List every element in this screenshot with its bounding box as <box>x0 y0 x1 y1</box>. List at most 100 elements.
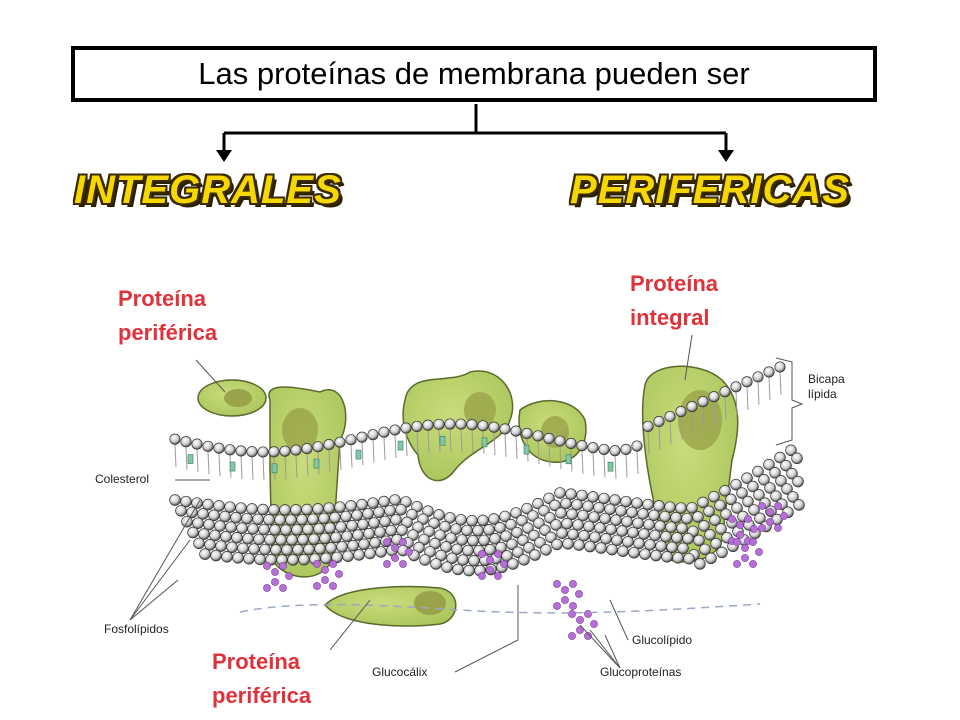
head <box>654 520 666 532</box>
head <box>356 431 368 443</box>
head <box>477 420 489 432</box>
label-glycoproteins: Glucoproteínas <box>600 665 682 679</box>
head <box>499 510 511 523</box>
tail <box>768 376 771 400</box>
head <box>169 433 181 445</box>
tail <box>416 431 419 455</box>
head <box>433 509 445 521</box>
head <box>230 511 242 524</box>
sugar-unit <box>553 580 561 588</box>
head <box>214 520 226 532</box>
sugar-unit <box>736 531 744 539</box>
tail <box>372 439 375 463</box>
head <box>290 444 302 456</box>
head <box>292 544 304 556</box>
head <box>461 524 473 537</box>
tail <box>548 443 551 467</box>
head <box>396 524 408 536</box>
tail <box>713 401 716 425</box>
head <box>699 543 711 556</box>
head <box>452 563 464 576</box>
protein-peripheral-top <box>197 379 267 417</box>
head <box>312 503 324 515</box>
tail <box>339 447 342 471</box>
head <box>642 420 654 432</box>
tail <box>328 449 331 473</box>
head <box>507 558 519 570</box>
head <box>247 523 259 535</box>
head <box>375 546 387 558</box>
cholesterol-mark <box>187 454 194 464</box>
head <box>440 541 452 553</box>
sugar-unit <box>279 584 287 592</box>
head <box>499 423 511 435</box>
sugar-unit <box>313 582 321 590</box>
head <box>650 549 662 562</box>
label-integral-line1: Proteína <box>630 271 719 296</box>
head <box>716 546 728 559</box>
tail <box>647 431 650 455</box>
head <box>259 543 271 556</box>
head <box>697 496 709 509</box>
head <box>675 502 687 514</box>
head <box>577 509 589 522</box>
head <box>263 513 275 526</box>
head <box>367 497 379 509</box>
sugar-unit <box>576 616 584 624</box>
tail <box>438 429 441 453</box>
head <box>551 538 563 551</box>
head <box>275 534 287 546</box>
head <box>235 445 247 457</box>
head <box>379 515 391 528</box>
head <box>488 513 500 525</box>
sugar-unit <box>741 554 749 562</box>
head <box>741 376 753 388</box>
head <box>279 504 291 516</box>
head <box>675 405 687 418</box>
head <box>378 495 390 508</box>
cholesterol-mark <box>481 437 488 448</box>
head <box>357 518 369 531</box>
tail <box>779 371 782 396</box>
head <box>335 521 347 533</box>
head <box>345 434 357 446</box>
head <box>191 438 203 450</box>
tail <box>669 421 672 445</box>
head <box>248 543 260 555</box>
head <box>319 532 331 545</box>
head <box>221 551 233 563</box>
tail <box>735 391 738 415</box>
head <box>430 558 442 570</box>
head <box>780 459 792 472</box>
head <box>763 458 775 471</box>
head <box>561 517 573 530</box>
head <box>576 489 588 502</box>
cholesterol-mark <box>355 449 362 460</box>
head <box>253 533 265 546</box>
sugar-unit <box>263 562 271 570</box>
head <box>301 443 313 455</box>
head <box>599 512 611 525</box>
head <box>400 422 412 434</box>
tail <box>702 406 705 430</box>
head <box>180 495 192 508</box>
head <box>324 522 336 534</box>
head <box>264 534 276 546</box>
head <box>478 534 490 547</box>
head <box>752 465 764 478</box>
tail <box>262 456 265 481</box>
label-pointers <box>129 334 804 673</box>
tail <box>746 386 749 410</box>
head <box>236 522 248 534</box>
head <box>763 366 775 378</box>
cholesterol-mark <box>397 440 404 451</box>
head <box>395 503 407 516</box>
head <box>213 500 225 512</box>
sugar-unit <box>383 560 391 568</box>
head <box>705 552 717 565</box>
tail <box>295 455 298 479</box>
head <box>175 505 187 517</box>
tail <box>218 453 221 477</box>
head <box>312 441 324 453</box>
sugar-unit <box>749 538 757 546</box>
